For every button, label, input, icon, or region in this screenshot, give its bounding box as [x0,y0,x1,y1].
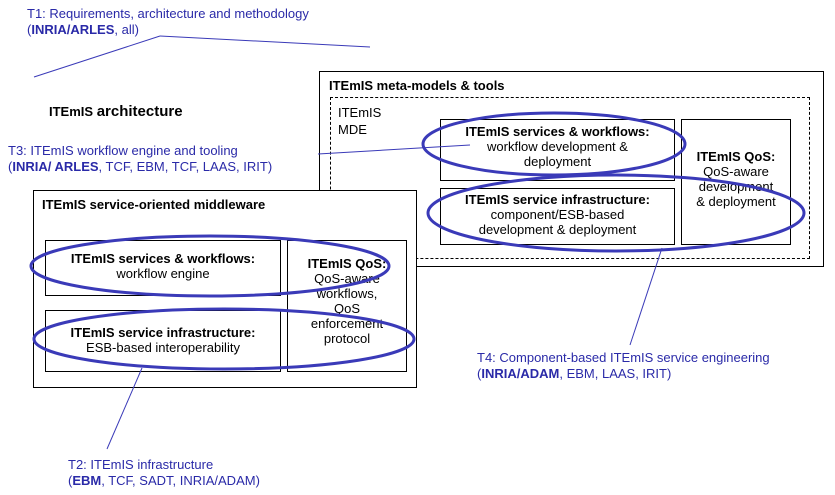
meta-infrastructure-box: ITEmIS service infrastructure: component… [440,188,675,245]
mw-qos-box: ITEmIS QoS: QoS-aware workflows, QoS enf… [287,240,407,372]
mw-infrastructure-line1: ESB-based interoperability [86,340,240,355]
annotation-t4-line1: T4: Component-based ITEmIS service engin… [477,350,770,365]
meta-infrastructure-line1: component/ESB-based [490,207,625,222]
mw-services-line1: workflow engine [116,266,210,281]
architecture-title: ITEmIS architecture [49,103,183,121]
annotation-t3-line2: (INRIA/ ARLES, TCF, EBM, TCF, LAAS, IRIT… [8,159,273,174]
architecture-title-prefix: ITEmIS [49,104,97,119]
meta-services-box: ITEmIS services & workflows: workflow de… [440,119,675,181]
annotation-t1-line2: (INRIA/ARLES, all) [27,22,139,37]
meta-services-title: ITEmIS services & workflows: [465,124,650,139]
annotation-t1-line1: T1: Requirements, architecture and metho… [27,6,309,21]
meta-qos-line3: & deployment [696,194,776,209]
meta-qos-title: ITEmIS QoS: [696,149,776,164]
mw-qos-line2: workflows, [316,286,378,301]
mde-region: ITEmIS MDE [330,97,810,259]
middleware-title: ITEmIS service-oriented middleware [42,197,266,212]
mw-qos-line1: QoS-aware [314,271,380,286]
leader-t1 [33,35,161,78]
architecture-title-bold: architecture [96,103,183,120]
meta-qos-line2: development [698,179,774,194]
annotation-t1: T1: Requirements, architecture and metho… [27,6,309,38]
mw-services-title: ITEmIS services & workflows: [70,251,256,266]
meta-services-line1: workflow development & [487,139,628,154]
annotation-t2-line2: (EBM, TCF, SADT, INRIA/ADAM) [68,473,260,488]
mde-label-line2: MDE [338,122,367,137]
annotation-t3-line1: T3: ITEmIS workflow engine and tooling [8,143,238,158]
meta-infrastructure-line2: development & deployment [478,222,637,237]
mw-qos-line4: enforcement [310,316,384,331]
mde-label-line1: ITEmIS [338,105,382,120]
meta-services-line2: deployment [523,154,592,169]
annotation-t2-line1: T2: ITEmIS infrastructure [68,457,214,472]
annotation-t4-line2: (INRIA/ADAM, EBM, LAAS, IRIT) [477,366,672,381]
mw-infrastructure-title: ITEmIS service infrastructure: [70,325,256,340]
meta-models-title: ITEmIS meta-models & tools [329,78,505,93]
annotation-t3: T3: ITEmIS workflow engine and tooling (… [8,143,272,175]
mw-services-box: ITEmIS services & workflows: workflow en… [45,240,281,296]
meta-qos-box: ITEmIS QoS: QoS-aware development & depl… [681,119,791,245]
meta-infrastructure-title: ITEmIS service infrastructure: [465,192,650,207]
annotation-t2: T2: ITEmIS infrastructure (EBM, TCF, SAD… [68,457,260,489]
mw-qos-line3: QoS [333,301,360,316]
mw-infrastructure-box: ITEmIS service infrastructure: ESB-based… [45,310,281,372]
mw-qos-line5: protocol [323,331,371,346]
mw-qos-title: ITEmIS QoS: [307,256,387,271]
meta-qos-line1: QoS-aware [703,164,769,179]
annotation-t4: T4: Component-based ITEmIS service engin… [477,350,770,382]
